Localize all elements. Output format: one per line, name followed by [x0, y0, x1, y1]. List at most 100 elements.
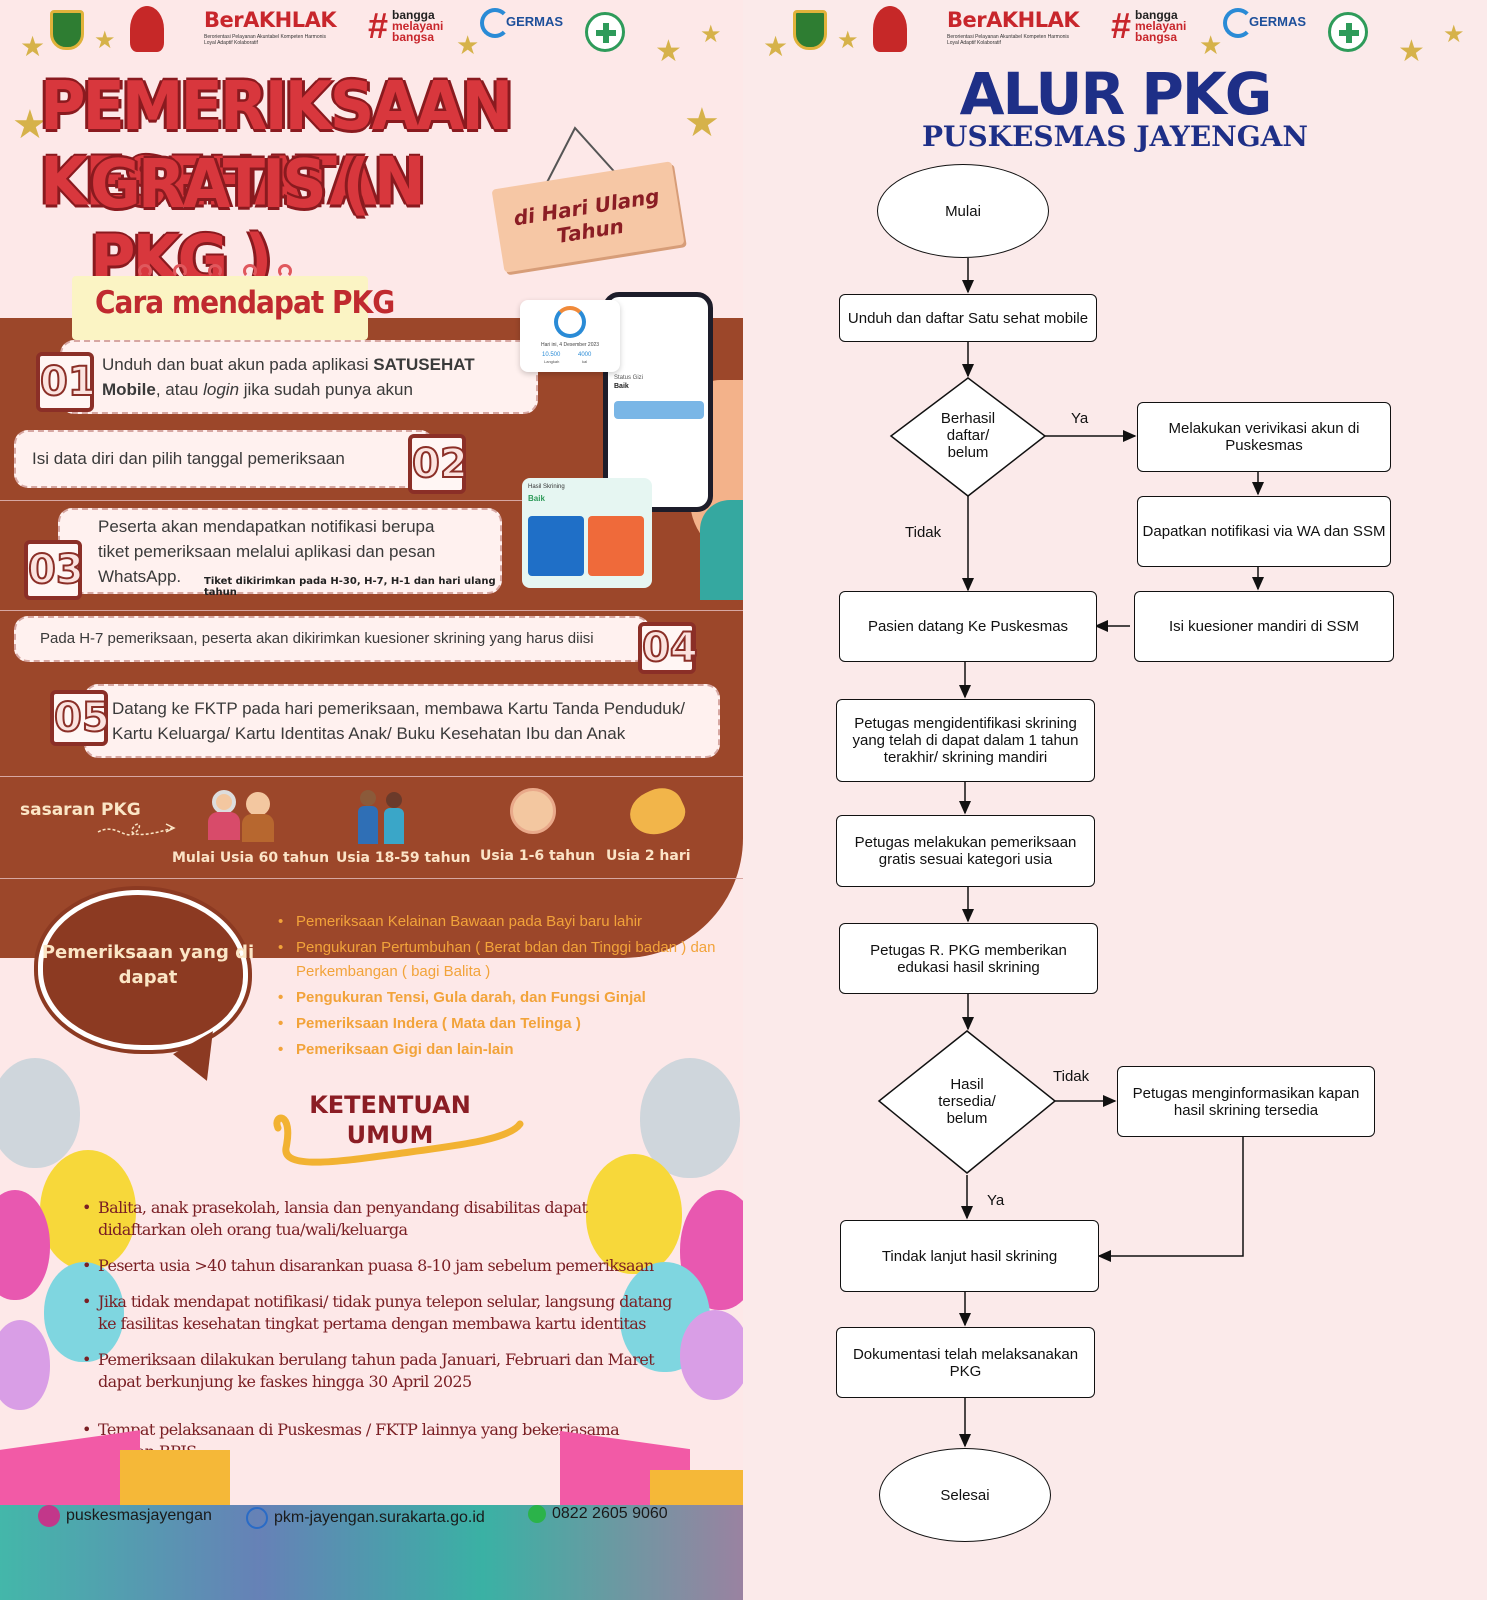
divider — [0, 878, 743, 879]
step-02-text: Isi data diri dan pilih tanggal pemeriks… — [32, 449, 345, 468]
step-02-number: 02 — [408, 434, 469, 494]
flow-title: ALUR PKG — [959, 60, 1273, 128]
pemeriksaan-bubble — [38, 890, 248, 1050]
phone-date: Hari ini, 4 Desember 2023 — [540, 342, 600, 348]
sleeve-illustration — [700, 500, 743, 600]
toddler-icon — [510, 788, 556, 834]
step-03-text: Peserta akan mendapatkan notifikasi beru… — [98, 517, 436, 586]
ketentuan-title: KETENTUAN UMUM — [309, 1091, 471, 1149]
mascot-icon — [873, 6, 907, 52]
phone-illustration: Status Gizi Baik — [603, 292, 713, 512]
pemeriksaan-item: Pemeriksaan Gigi dan lain-lain — [278, 1038, 728, 1062]
flow-header: BerAKHLAK Berorientasi Pelayanan Akuntab… — [743, 0, 1486, 68]
poster-title-line-2: GRATIS ( PKG ) — [90, 144, 371, 299]
bangga-line-1: bangga — [1135, 8, 1178, 22]
node-verifikasi: Melakukan verivikasi akun di Puskesmas — [1137, 402, 1391, 472]
node-informasi: Petugas menginformasikan kapan hasil skr… — [1117, 1066, 1375, 1137]
node-edukasi: Petugas R. PKG memberikan edukasi hasil … — [839, 923, 1098, 994]
screening-panel-orange — [588, 516, 644, 576]
star-icon: ★ — [655, 35, 682, 68]
phone-status-label: Status Gizi — [614, 375, 644, 381]
node-notifikasi: Dapatkan notifikasi via WA dan SSM — [1137, 496, 1391, 567]
elderly-couple-icon — [208, 790, 278, 850]
step-01-text: Unduh dan buat akun pada aplikasi SATUSE… — [102, 355, 475, 399]
flow-connectors — [877, 258, 1264, 1448]
phone-step-card: Hari ini, 4 Desember 2023 10.500 Langkah… — [520, 300, 620, 372]
footer-website[interactable]: pkm-jayengan.surakarta.go.id — [246, 1507, 485, 1529]
step-05: Datang ke FKTP pada hari pemeriksaan, me… — [84, 684, 720, 758]
sasaran-label: sasaran PKG — [20, 800, 141, 820]
cara-title-box — [72, 276, 368, 340]
label-ya-1: Ya — [1071, 410, 1089, 427]
poster-header: BerAKHLAK Berorientasi Pelayanan Akuntab… — [0, 0, 743, 68]
node-tindak: Tindak lanjut hasil skrining — [840, 1220, 1099, 1292]
star-icon: ★ — [684, 101, 720, 145]
bangga-line-2: melayani — [392, 19, 444, 33]
ring-icon — [173, 264, 187, 278]
puskesmas-logo-icon — [585, 12, 625, 52]
screening-status: Baik — [528, 494, 545, 503]
bangga-line-3: bangsa — [392, 30, 435, 44]
hashtag-icon: # — [368, 5, 389, 46]
flow-subtitle: PUSKESMAS JAYENGAN — [921, 120, 1308, 153]
tag-text: di Hari Ulang Tahun — [511, 183, 662, 248]
germas-logo: GERMAS — [506, 14, 564, 29]
bangga-line-1: bangga — [392, 8, 435, 22]
instagram-icon — [38, 1505, 60, 1527]
berakhlak-logo: BerAKHLAK — [204, 8, 337, 32]
balloon-icon — [680, 1310, 743, 1400]
sasaran-anak: Usia 1-6 tahun — [480, 848, 596, 864]
balloon-icon — [0, 1320, 50, 1410]
ketentuan-item: Peserta usia >40 tahun disarankan puasa … — [82, 1255, 672, 1277]
step-04-number: 04 — [638, 622, 699, 674]
sasaran-bayi: Usia 2 hari — [606, 848, 691, 864]
step-03-note: Tiket dikirimkan pada H-30, H-7, H-1 dan… — [204, 576, 496, 598]
globe-icon — [246, 1507, 268, 1529]
flowchart-panel: BerAKHLAK Berorientasi Pelayanan Akuntab… — [743, 0, 1487, 1600]
node-dokumentasi: Dokumentasi telah melaksanakan PKG — [836, 1327, 1095, 1398]
footer-instagram[interactable]: puskesmasjayengan — [38, 1505, 212, 1527]
pemeriksaan-item: Pengukuran Tensi, Gula darah, dan Fungsi… — [278, 986, 728, 1010]
ring-icon — [138, 264, 152, 278]
divider — [0, 610, 743, 611]
mascot-icon — [130, 6, 164, 52]
node-hasil: Hasil tersedia/ belum — [938, 1076, 996, 1127]
ring-icon — [208, 264, 222, 278]
phone-status-value: Baik — [614, 383, 629, 390]
ketentuan-item: Pemeriksaan dilakukan berulang tahun pad… — [82, 1349, 672, 1393]
ring-icon — [278, 264, 292, 278]
city-emblem-icon — [50, 10, 84, 50]
star-icon: ★ — [1443, 21, 1465, 48]
phone-steps-label: Langkah — [544, 359, 560, 364]
adult-couple-icon — [358, 790, 408, 846]
hashtag-icon: # — [1111, 5, 1132, 46]
phone-kcal-label: kal — [582, 359, 588, 364]
ketentuan-item: Balita, anak prasekolah, lansia dan peny… — [82, 1197, 672, 1241]
divider — [0, 776, 743, 777]
node-start: Mulai — [877, 164, 1049, 258]
arrow-informasi-tindak — [1097, 1137, 1244, 1262]
step-03-number: 03 — [24, 540, 85, 600]
divider — [0, 500, 743, 501]
star-icon: ★ — [763, 31, 789, 62]
star-icon: ★ — [456, 30, 480, 60]
sasaran-lansia: Mulai Usia 60 tahun — [172, 850, 330, 866]
germas-swoosh-icon — [480, 8, 510, 38]
node-kuesioner: Isi kuesioner mandiri di SSM — [1134, 591, 1394, 662]
screening-card: Hasil Skrining Baik — [522, 478, 652, 588]
progress-ring-icon — [554, 306, 586, 338]
step-05-number: 05 — [50, 690, 111, 746]
footer-whatsapp[interactable]: 0822 2605 9060 — [528, 1505, 668, 1523]
berakhlak-logo: BerAKHLAK — [947, 8, 1080, 32]
city-emblem-icon — [793, 10, 827, 50]
label-tidak-2: Tidak — [1053, 1068, 1090, 1085]
poster-footer: puskesmasjayengan pkm-jayengan.surakarta… — [0, 1505, 743, 1600]
berakhlak-subtitle: Berorientasi Pelayanan Akuntabel Kompete… — [947, 34, 1070, 46]
node-berhasil: Berhasil daftar/ belum — [940, 410, 996, 461]
phone-banner — [614, 401, 704, 419]
star-icon: ★ — [700, 21, 722, 48]
label-ya-2: Ya — [987, 1192, 1005, 1209]
star-icon: ★ — [20, 31, 46, 62]
squiggle-decoration — [273, 1114, 524, 1166]
ketentuan-item: Jika tidak mendapat notifikasi/ tidak pu… — [82, 1291, 672, 1335]
